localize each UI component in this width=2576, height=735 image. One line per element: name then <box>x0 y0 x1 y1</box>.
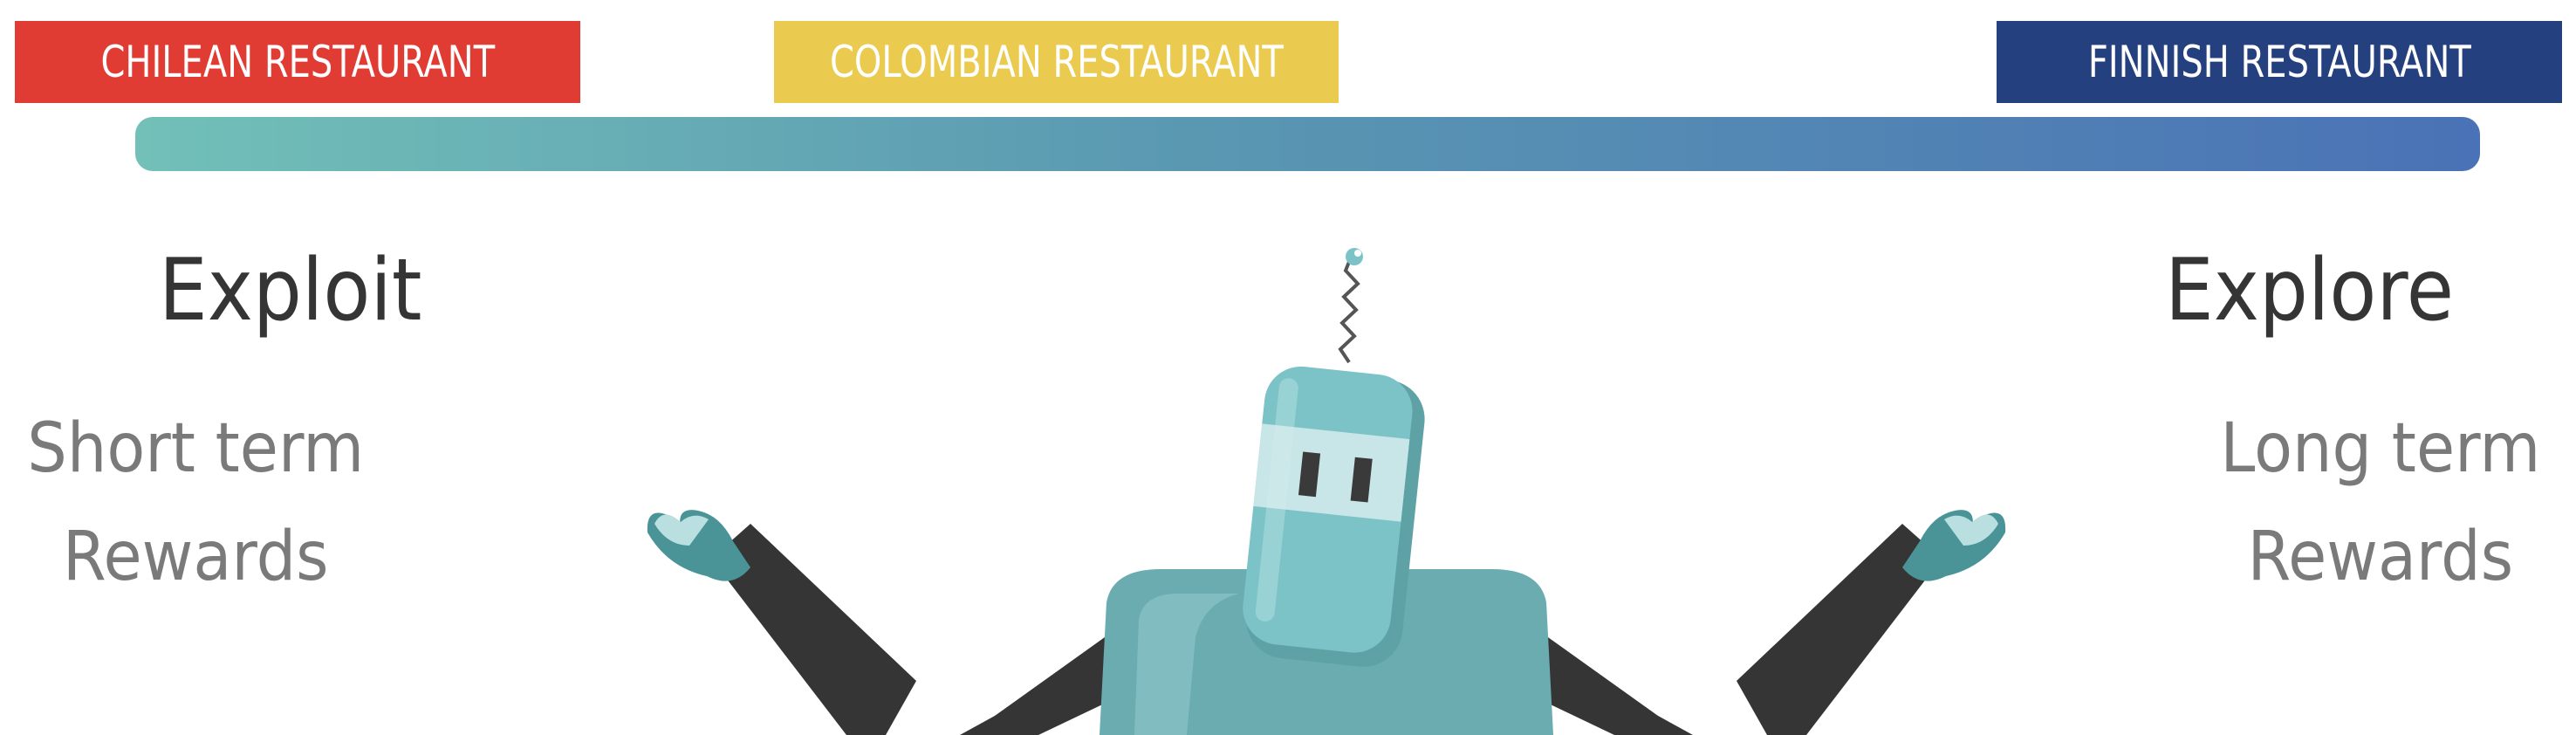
short-term-rewards: Short term Rewards <box>7 395 384 611</box>
robot-right-hand <box>1902 510 2006 581</box>
robot-antenna <box>1326 248 1370 386</box>
robot-left-hand <box>647 510 750 581</box>
tag-colombian-background <box>774 21 1339 103</box>
robot-head <box>1243 366 1425 667</box>
robot-right-eye <box>1350 457 1373 503</box>
long-term-rewards-line: Rewards <box>2247 518 2514 596</box>
tag-chilean-restaurant: CHILEAN RESTAURANT <box>15 21 580 103</box>
tag-chilean-background <box>15 21 580 103</box>
long-term-line: Long term <box>2220 409 2541 488</box>
tag-finnish-restaurant: FINNISH RESTAURANT <box>1997 21 2562 103</box>
tag-finnish-label: FINNISH RESTAURANT <box>2087 37 2471 87</box>
explore-exploit-gradient-bar <box>135 117 2480 171</box>
long-term-rewards: Long term Rewards <box>2208 395 2553 611</box>
tag-colombian-label: COLOMBIAN RESTAURANT <box>829 37 1284 87</box>
tag-chilean-label: CHILEAN RESTAURANT <box>100 37 495 87</box>
short-term-rewards-line: Rewards <box>62 518 329 596</box>
robot-left-eye <box>1298 451 1321 498</box>
exploit-heading: Exploit <box>159 241 422 340</box>
explore-heading: Explore <box>2165 241 2454 340</box>
tag-finnish-background <box>1997 21 2562 103</box>
robot-right-arm <box>1501 524 1942 735</box>
robot-illustration <box>647 248 2006 735</box>
tag-colombian-restaurant: COLOMBIAN RESTAURANT <box>774 21 1339 103</box>
short-term-line: Short term <box>27 409 365 488</box>
robot-left-arm <box>711 524 1152 735</box>
